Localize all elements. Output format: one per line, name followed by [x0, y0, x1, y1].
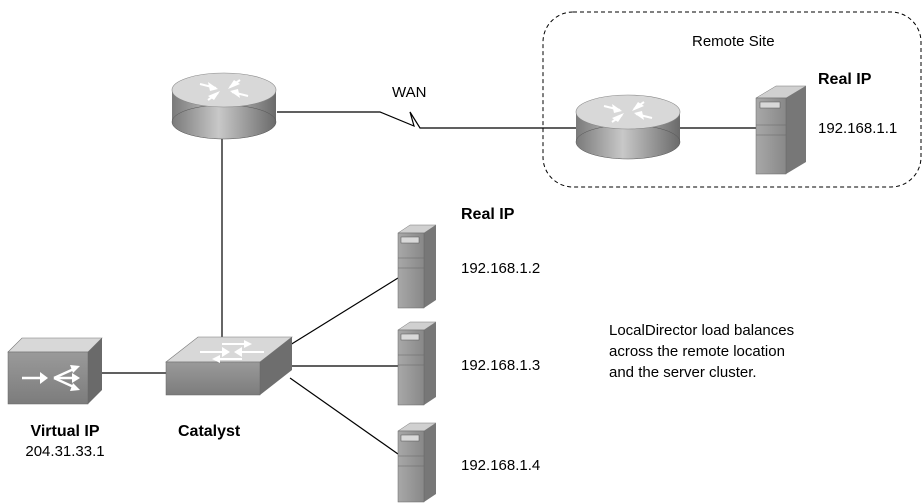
- remote-real-ip-title: Real IP: [818, 71, 872, 88]
- router-remote-icon: [575, 94, 681, 160]
- wan-label: WAN: [392, 84, 427, 101]
- link-catalyst-server-4: [289, 377, 399, 455]
- note-line-2: across the remote location: [609, 343, 785, 360]
- router-main-icon: [171, 72, 277, 140]
- catalyst-label: Catalyst: [178, 423, 241, 440]
- cluster-real-ip-title: Real IP: [461, 206, 515, 223]
- note-line-1: LocalDirector load balances: [609, 322, 795, 339]
- server-cluster-1-icon: [397, 224, 437, 309]
- server-ip-2: 192.168.1.3: [461, 357, 541, 374]
- server-ip-3: 192.168.1.4: [461, 457, 541, 474]
- load-balance-note: LocalDirector load balances across the r…: [609, 320, 849, 383]
- server-cluster-2-icon: [397, 321, 437, 406]
- server-remote-icon: [755, 85, 807, 175]
- server-ip-1: 192.168.1.2: [461, 260, 541, 277]
- virtual-ip-value: 204.31.33.1: [25, 443, 105, 460]
- link-catalyst-server-2: [289, 277, 399, 346]
- remote-site-title: Remote Site: [692, 33, 775, 50]
- virtual-ip-title: Virtual IP: [30, 423, 100, 440]
- connections: [100, 111, 760, 455]
- note-line-3: and the server cluster.: [609, 364, 757, 381]
- server-cluster-3-icon: [397, 422, 437, 503]
- wan-link: [277, 111, 578, 129]
- remote-site-boundary: [542, 11, 922, 188]
- catalyst-switch-icon: [165, 336, 293, 396]
- remote-real-ip-value: 192.168.1.1: [818, 120, 898, 137]
- load-balancer-icon: [7, 337, 103, 405]
